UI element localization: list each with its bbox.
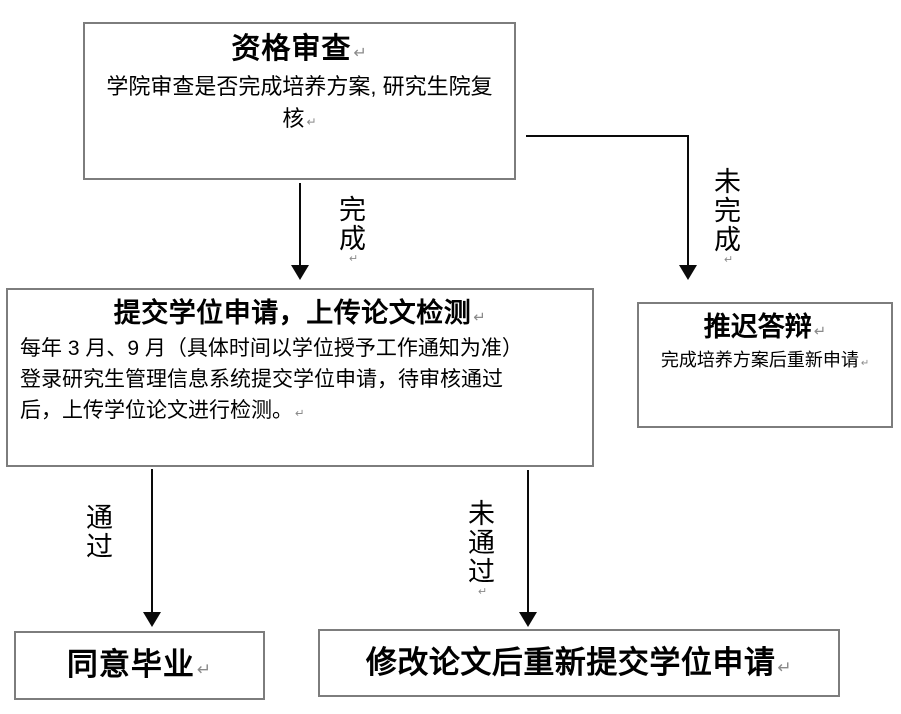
pilcrow-mark: ↵ bbox=[860, 358, 870, 370]
edge-label-pass-char-1: 过 bbox=[86, 532, 113, 563]
pilcrow-mark: ↵ bbox=[723, 254, 734, 267]
node-qualification-review[interactable]: 资格审查↵ 学院审查是否完成培养方案, 研究生院复核↵ bbox=[83, 22, 516, 180]
node-submit-application-body-line-2: 后，上传学位论文进行检测。↵ bbox=[20, 399, 305, 423]
node-submit-application[interactable]: 提交学位申请，上传论文检测↵ 每年 3 月、9 月（具体时间以学位授予工作通知为… bbox=[6, 288, 594, 467]
node-approve-graduation-title: 同意毕业↵ bbox=[66, 647, 213, 683]
edge-pass-line bbox=[151, 469, 153, 614]
pilcrow-mark: ↵ bbox=[196, 660, 213, 680]
edge-label-fail-char-2: 过 bbox=[468, 557, 495, 588]
pilcrow-mark: ↵ bbox=[353, 45, 368, 62]
edge-label-incomplete-char-0: 未 bbox=[714, 167, 741, 197]
node-qualification-review-body: 学院审查是否完成培养方案, 研究生院复核↵ bbox=[106, 74, 493, 131]
edge-pass-arrowhead-icon bbox=[143, 612, 161, 627]
edge-label-fail-char-0: 未 bbox=[468, 499, 495, 529]
edge-label-complete: 完 成 ↵ bbox=[339, 195, 366, 266]
pilcrow-mark: ↵ bbox=[477, 586, 488, 599]
edge-complete-line bbox=[299, 183, 301, 267]
node-defer-defense[interactable]: 推迟答辩↵ 完成培养方案后重新申请↵ bbox=[637, 302, 893, 428]
node-qualification-review-title: 资格审查↵ bbox=[231, 33, 368, 65]
pilcrow-mark: ↵ bbox=[813, 324, 827, 340]
edge-complete-arrowhead-icon bbox=[291, 265, 309, 280]
node-submit-application-body-line-1: 登录研究生管理信息系统提交学位申请，待审核通过 bbox=[20, 368, 503, 392]
edge-incomplete-horizontal-line bbox=[526, 135, 687, 137]
edge-label-complete-char-0: 完 bbox=[339, 195, 366, 225]
edge-label-fail-char-1: 通 bbox=[468, 528, 495, 559]
edge-fail-line bbox=[527, 470, 529, 614]
node-submit-application-title: 提交学位申请，上传论文检测↵ bbox=[113, 298, 487, 328]
pilcrow-mark: ↵ bbox=[777, 657, 793, 677]
edge-incomplete-vertical-line bbox=[687, 135, 689, 267]
pilcrow-mark: ↵ bbox=[473, 310, 487, 326]
node-defer-defense-body: 完成培养方案后重新申请↵ bbox=[660, 350, 870, 371]
pilcrow-mark: ↵ bbox=[306, 114, 317, 129]
node-defer-defense-title: 推迟答辩↵ bbox=[703, 312, 827, 342]
edge-incomplete-arrowhead-icon bbox=[679, 265, 697, 280]
edge-label-complete-char-1: 成 bbox=[339, 224, 366, 255]
edge-fail-arrowhead-icon bbox=[519, 612, 537, 627]
node-revise-resubmit-title: 修改论文后重新提交学位申请↵ bbox=[365, 644, 793, 680]
pilcrow-mark: ↵ bbox=[348, 253, 359, 266]
edge-label-pass-char-0: 通 bbox=[86, 503, 113, 533]
node-submit-application-body-line-0: 每年 3 月、9 月（具体时间以学位授予工作通知为准） bbox=[20, 337, 523, 361]
edge-label-incomplete: 未 完 成 ↵ bbox=[714, 167, 741, 267]
node-approve-graduation[interactable]: 同意毕业↵ bbox=[14, 631, 265, 700]
edge-label-incomplete-char-2: 成 bbox=[714, 225, 741, 256]
node-revise-resubmit[interactable]: 修改论文后重新提交学位申请↵ bbox=[318, 629, 840, 697]
pilcrow-mark: ↵ bbox=[295, 408, 305, 421]
edge-label-fail: 未 通 过 ↵ bbox=[468, 499, 495, 599]
edge-label-pass: 通 过 bbox=[86, 503, 113, 563]
node-submit-application-body: 每年 3 月、9 月（具体时间以学位授予工作通知为准） 登录研究生管理信息系统提… bbox=[20, 333, 580, 426]
edge-label-incomplete-char-1: 完 bbox=[714, 196, 741, 227]
